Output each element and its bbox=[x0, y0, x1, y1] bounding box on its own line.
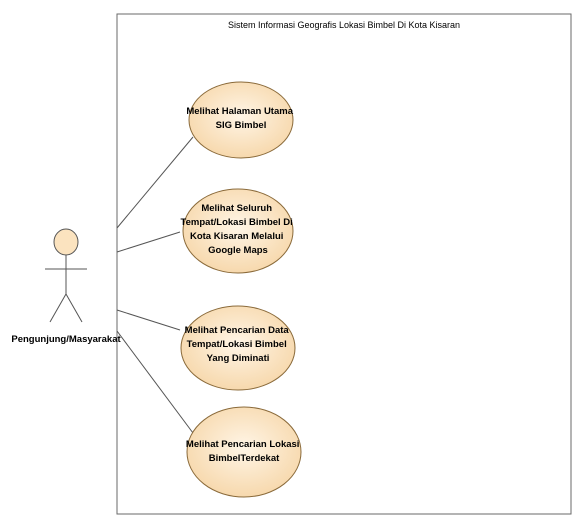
use-case-line: Yang Diminati bbox=[207, 353, 270, 364]
use-case-ellipse bbox=[182, 188, 294, 274]
system-boundary bbox=[116, 13, 572, 515]
use-case-ellipse bbox=[186, 406, 302, 498]
actor-left-leg bbox=[49, 293, 67, 323]
use-case-line: Tempat/Lokasi Bimbel Di bbox=[181, 217, 293, 228]
use-case-melihat-seluruh-lokasi: Melihat Seluruh Tempat/Lokasi Bimbel Di … bbox=[181, 188, 296, 274]
actor-figure bbox=[45, 228, 87, 323]
actor-label: Pengunjung/Masyarakat bbox=[11, 334, 121, 345]
use-case-label: Melihat Seluruh Tempat/Lokasi Bimbel Di … bbox=[181, 203, 296, 256]
use-case-line: Kota Kisaran Melalui bbox=[190, 231, 283, 242]
use-case-line: Tempat/Lokasi Bimbel bbox=[187, 339, 287, 350]
actor-head bbox=[53, 228, 79, 256]
use-case-ellipse bbox=[180, 305, 296, 391]
use-case-line: SIG Bimbel bbox=[216, 120, 267, 131]
use-case-label: Melihat Pencarian Data Tempat/Lokasi Bim… bbox=[185, 325, 292, 364]
use-case-line: Melihat Pencarian Data bbox=[185, 325, 290, 336]
associations bbox=[116, 136, 194, 434]
association-uc2 bbox=[116, 231, 181, 253]
use-case-melihat-halaman-utama: Melihat Halaman Utama SIG Bimbel bbox=[186, 81, 295, 159]
actor-right-leg bbox=[65, 293, 83, 323]
association-uc3 bbox=[116, 309, 181, 331]
use-case-line: Melihat Pencarian Lokasi bbox=[186, 439, 300, 450]
use-case-line: Google Maps bbox=[208, 245, 268, 256]
system-title: Sistem Informasi Geografis Lokasi Bimbel… bbox=[228, 20, 460, 30]
use-case-line: Melihat Seluruh bbox=[201, 203, 272, 214]
use-case-line: Melihat Halaman Utama bbox=[186, 106, 293, 117]
association-uc1 bbox=[116, 136, 194, 229]
use-case-melihat-pencarian-lokasi: Melihat Pencarian Lokasi BimbelTerdekat bbox=[186, 406, 302, 498]
association-uc4 bbox=[116, 330, 194, 434]
use-case-melihat-pencarian-data: Melihat Pencarian Data Tempat/Lokasi Bim… bbox=[180, 305, 296, 391]
use-case-label: Melihat Halaman Utama SIG Bimbel bbox=[186, 106, 295, 131]
use-case-line: BimbelTerdekat bbox=[209, 453, 280, 464]
use-case-label: Melihat Pencarian Lokasi BimbelTerdekat bbox=[186, 439, 302, 464]
use-case-ellipse bbox=[188, 81, 294, 159]
